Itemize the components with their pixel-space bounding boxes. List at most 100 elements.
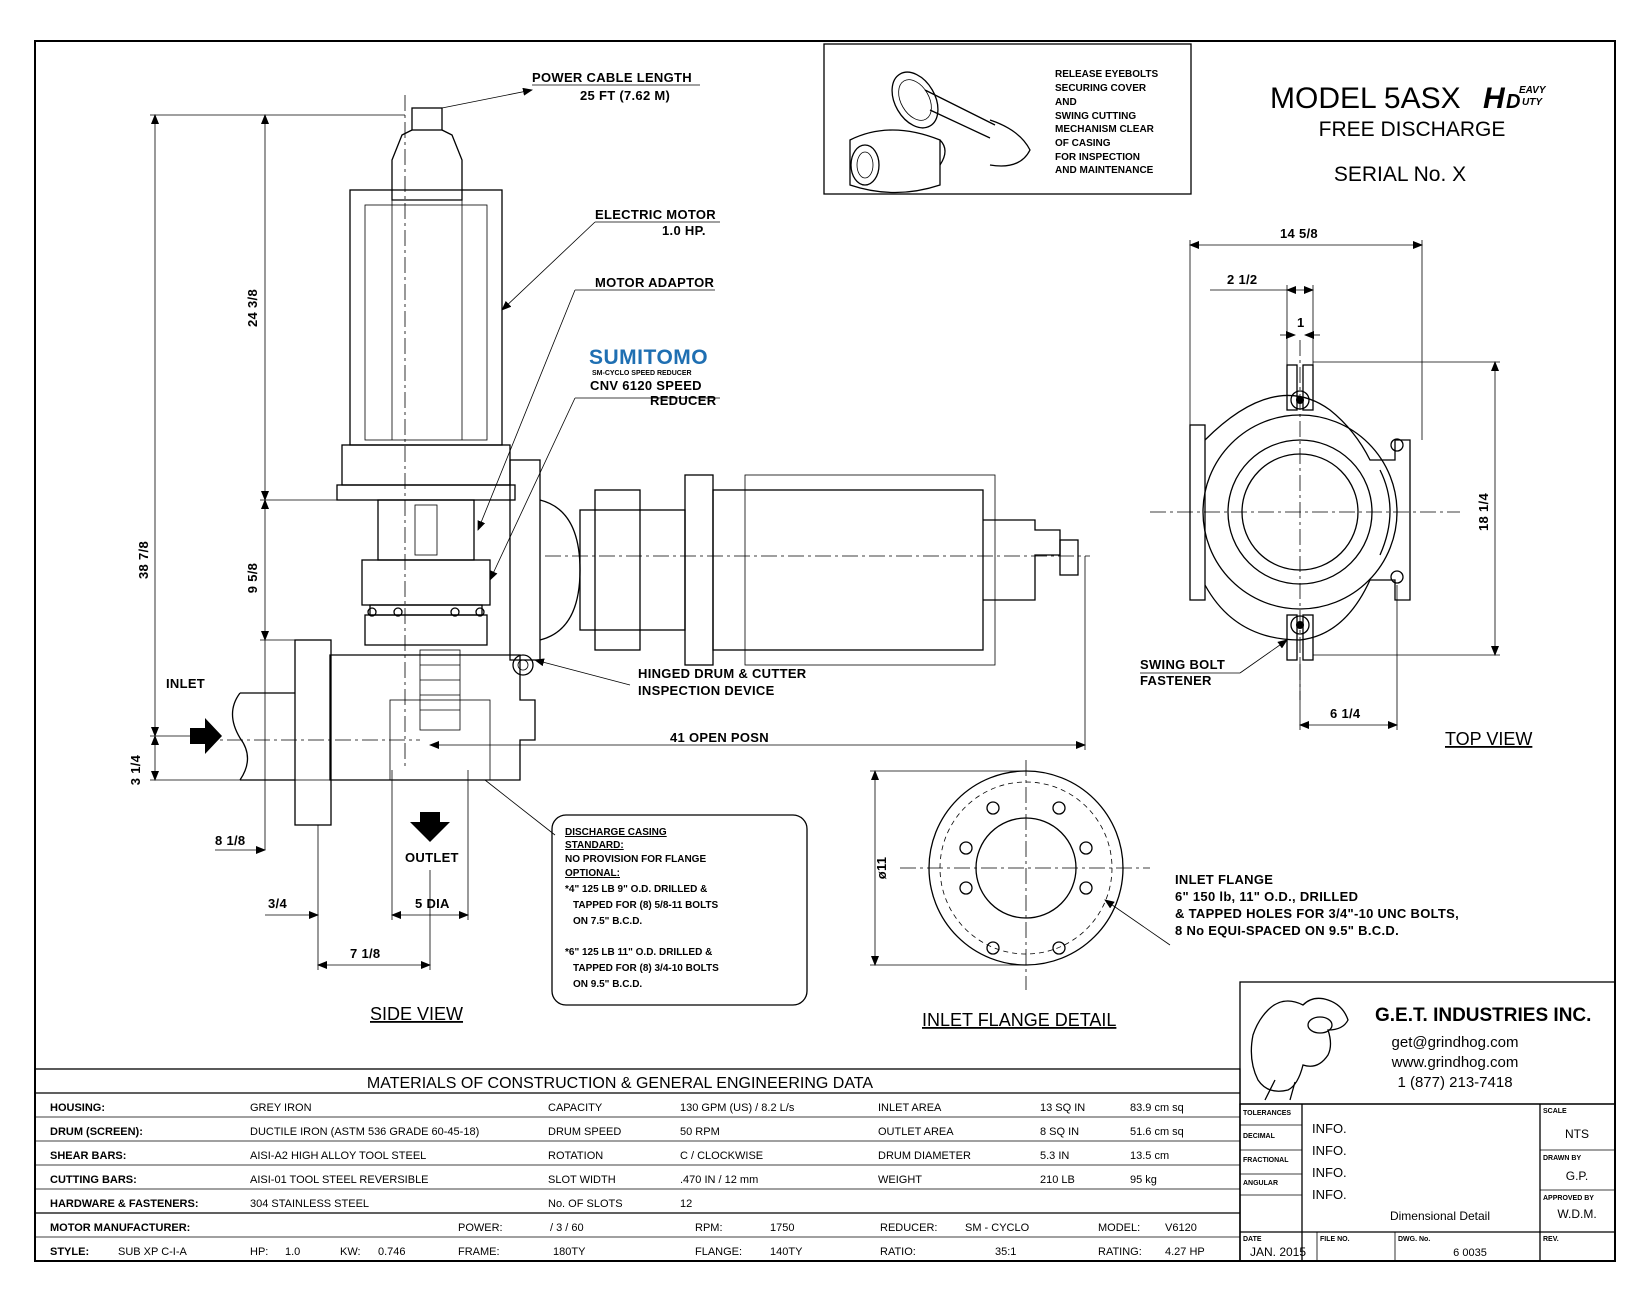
top-view-dimensions: 14 5/8 2 1/2 1 18 1/4 6 1/4 SWING BOLT F… <box>1140 226 1532 749</box>
model-value: V6120 <box>1165 1222 1197 1234</box>
materials-table: MATERIALS OF CONSTRUCTION & GENERAL ENGI… <box>34 1068 1241 1262</box>
hinged-drum-label-2: INSPECTION DEVICE <box>638 683 775 698</box>
flange-label: FLANGE: <box>695 1246 742 1258</box>
flange-note-1: INLET FLANGE <box>1175 872 1273 887</box>
heavy-duty-d: D <box>1506 91 1520 113</box>
motor-hp: 1.0 HP. <box>662 223 706 238</box>
style-value: SUB XP C-I-A <box>118 1246 188 1258</box>
inspection-note-line-7: FOR INSPECTION <box>1055 152 1140 163</box>
table-cell: HARDWARE & FASTENERS: <box>50 1198 199 1210</box>
kw-value: 0.746 <box>378 1246 406 1258</box>
motor-mfr-label: MOTOR MANUFACTURER: <box>50 1222 190 1234</box>
dim-3-4: 3/4 <box>268 896 287 911</box>
inspection-note-line-1: RELEASE EYEBOLTS <box>1055 69 1158 80</box>
side-view-title: SIDE VIEW <box>370 1004 463 1024</box>
file-no-label: FILE NO. <box>1320 1236 1350 1243</box>
table-row: MOTOR MANUFACTURER: POWER: / 3 / 60 RPM:… <box>50 1222 1197 1234</box>
frame-value: 180TY <box>553 1246 586 1258</box>
table-cell: 83.9 cm sq <box>1130 1102 1184 1114</box>
kw-label: KW: <box>340 1246 361 1258</box>
flange-bolt-holes <box>959 801 1093 955</box>
side-view-callouts: POWER CABLE LENGTH 25 FT (7.62 M) ELECTR… <box>166 70 808 1024</box>
sumitomo-logo: SUMITOMO <box>589 346 708 369</box>
table-cell: WEIGHT <box>878 1174 922 1186</box>
drawing-title-block: TOLERANCES DECIMAL FRACTIONAL ANGULAR IN… <box>1239 1103 1616 1262</box>
dim-5-dia: 5 DIA <box>415 896 450 911</box>
heavy-duty-h: H <box>1483 82 1506 115</box>
table-cell: 50 RPM <box>680 1126 720 1138</box>
table-cell: HOUSING: <box>50 1102 105 1114</box>
outlet-arrow-icon <box>410 812 450 842</box>
discharge-line-4: ON 7.5" B.C.D. <box>573 916 642 927</box>
side-view-dimensions: 24 3/8 38 7/8 9 5/8 3 1/4 8 1/8 3/4 5 DI… <box>128 114 1086 970</box>
decimal-label: DECIMAL <box>1243 1133 1276 1140</box>
discharge-title: DISCHARGE CASING <box>565 827 667 838</box>
discharge-line-6: TAPPED FOR (8) 3/4-10 BOLTS <box>573 963 719 974</box>
rating-label: RATING: <box>1098 1246 1142 1258</box>
table-cell: INLET AREA <box>878 1102 942 1114</box>
power-label: POWER: <box>458 1222 503 1234</box>
ratio-label: RATIO: <box>880 1246 916 1258</box>
heavy-duty-eavy: EAVY <box>1519 85 1547 96</box>
outlet-label: OUTLET <box>405 850 459 865</box>
table-cell: CUTTING BARS: <box>50 1174 137 1186</box>
table-cell: 5.3 IN <box>1040 1150 1069 1162</box>
reducer-value: SM - CYCLO <box>965 1222 1030 1234</box>
company-web: www.grindhog.com <box>1391 1054 1519 1071</box>
info-4: INFO. <box>1312 1187 1347 1202</box>
dim-24-3-8: 24 3/8 <box>245 289 260 327</box>
table-cell: 13.5 cm <box>1130 1150 1169 1162</box>
angular-label: ANGULAR <box>1243 1180 1278 1187</box>
table-cell: 210 LB <box>1040 1174 1075 1186</box>
company-email: get@grindhog.com <box>1392 1034 1519 1051</box>
top-dim-2-1-2: 2 1/2 <box>1227 272 1257 287</box>
inspection-note-line-3: AND <box>1055 97 1077 108</box>
model-title-block: MODEL 5ASX H D EAVY UTY FREE DISCHARGE S… <box>1270 82 1547 186</box>
inlet-arrow-icon <box>190 718 222 754</box>
table-row: SHEAR BARS: AISI-A2 HIGH ALLOY TOOL STEE… <box>50 1150 1169 1162</box>
table-cell: C / CLOCKWISE <box>680 1150 763 1162</box>
info-decimal: INFO. <box>1312 1121 1347 1136</box>
table-cell: 51.6 cm sq <box>1130 1126 1184 1138</box>
power-value: / 3 / 60 <box>550 1222 584 1234</box>
table-cell: GREY IRON <box>250 1102 312 1114</box>
model-title: MODEL 5ASX <box>1270 82 1461 115</box>
table-cell: DRUM DIAMETER <box>878 1150 971 1162</box>
drawn-by-value: G.P. <box>1566 1169 1588 1183</box>
table-cell: No. OF SLOTS <box>548 1198 623 1210</box>
table-cell: 130 GPM (US) / 8.2 L/s <box>680 1102 795 1114</box>
inspection-inset: RELEASE EYEBOLTS SECURING COVER AND SWIN… <box>823 43 1192 195</box>
discharge-line-3: TAPPED FOR (8) 5/8-11 BOLTS <box>573 900 719 911</box>
serial-number: SERIAL No. X <box>1334 163 1466 186</box>
dim-38-7-8: 38 7/8 <box>136 541 151 579</box>
flange-note-3: & TAPPED HOLES FOR 3/4"-10 UNC BOLTS, <box>1175 906 1459 921</box>
rpm-value: 1750 <box>770 1222 794 1234</box>
dim-3-1-4: 3 1/4 <box>128 754 143 785</box>
discharge-optional: OPTIONAL: <box>565 868 620 879</box>
table-cell: CAPACITY <box>548 1102 603 1114</box>
inspection-note-line-2: SECURING COVER <box>1055 83 1147 94</box>
flange-note-4: 8 No EQUI-SPACED ON 9.5" B.C.D. <box>1175 923 1399 938</box>
rating-value: 4.27 HP <box>1165 1246 1205 1258</box>
frame-label: FRAME: <box>458 1246 500 1258</box>
flange-dia: ø11 <box>874 857 889 880</box>
table-cell: OUTLET AREA <box>878 1126 954 1138</box>
rpm-label: RPM: <box>695 1222 723 1234</box>
inspection-note-line-8: AND MAINTENANCE <box>1055 165 1154 176</box>
top-dim-14-5-8: 14 5/8 <box>1280 226 1318 241</box>
table-cell: 12 <box>680 1198 692 1210</box>
reducer-label: REDUCER: <box>880 1222 937 1234</box>
company-block: G.E.T. INDUSTRIES INC. get@grindhog.com … <box>1239 981 1616 1105</box>
approved-by-value: W.D.M. <box>1557 1207 1596 1221</box>
inlet-label: INLET <box>166 676 205 691</box>
table-cell: SLOT WIDTH <box>548 1174 616 1186</box>
discharge-standard: STANDARD: <box>565 840 624 851</box>
inspection-note-line-4: SWING CUTTING <box>1055 111 1136 122</box>
top-view-title: TOP VIEW <box>1445 729 1532 749</box>
table-cell: ROTATION <box>548 1150 603 1162</box>
sumitomo-sub: SM-CYCLO SPEED REDUCER <box>592 370 692 377</box>
flange-detail-title: INLET FLANGE DETAIL <box>922 1010 1116 1030</box>
power-cable-label: POWER CABLE LENGTH <box>532 70 692 85</box>
motor-adaptor-label: MOTOR ADAPTOR <box>595 275 715 290</box>
